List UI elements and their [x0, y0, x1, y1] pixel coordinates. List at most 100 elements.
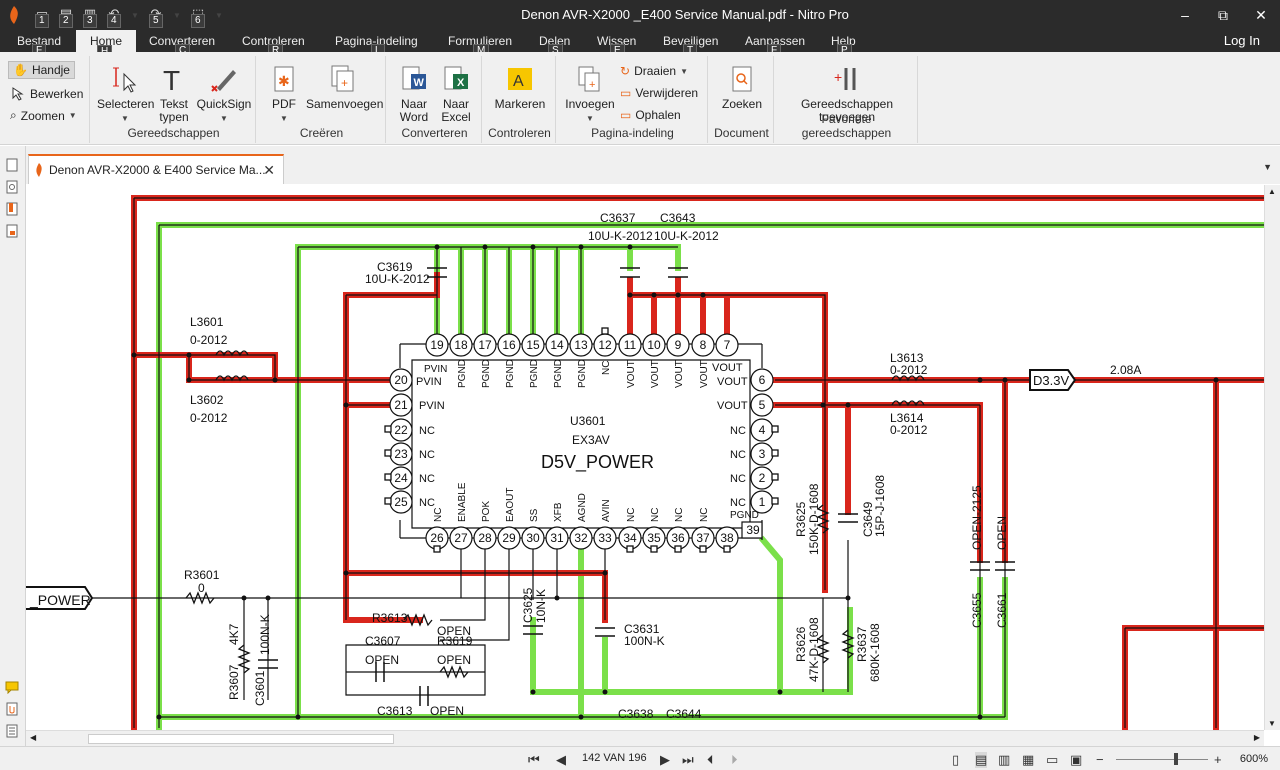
extract-pages-button[interactable]: ▭Ophalen [620, 108, 681, 122]
zoom-in-icon[interactable]: + [1214, 752, 1222, 767]
zoom-slider[interactable] [1116, 759, 1208, 760]
bookmarks-panel-icon[interactable] [5, 202, 19, 216]
zoom-slider-thumb[interactable] [1174, 753, 1178, 765]
previous-view-icon[interactable]: ⏴ [707, 752, 714, 767]
edit-tool-button[interactable]: Bewerken [10, 86, 83, 102]
select-button[interactable]: Selecteren▼ [97, 64, 154, 125]
undo-dropdown-icon[interactable]: ▼ [131, 11, 139, 20]
tab-secure[interactable]: Beveiligen [663, 34, 719, 48]
favorites-group-label: Favoriete gereedschappen [801, 112, 892, 140]
tab-forms[interactable]: Formulieren [448, 34, 513, 48]
zoom-out-icon[interactable]: − [1096, 752, 1104, 767]
pin-num: 8 [700, 338, 707, 352]
document-tab-label: Denon AVR-X2000 & E400 Service Ma... [49, 163, 266, 177]
highlight-button[interactable]: A Markeren [488, 64, 552, 111]
redo-icon[interactable]: ↷5 [146, 6, 166, 28]
label: OPEN [430, 704, 464, 718]
tab-home[interactable]: Home [76, 30, 137, 52]
horizontal-scrollbar[interactable]: ◀ ▶ [26, 730, 1264, 746]
pdf-create-button[interactable]: ✱ PDF▼ [264, 64, 304, 125]
next-page-icon[interactable]: ▶ [660, 752, 670, 767]
pages-panel-icon[interactable] [5, 158, 19, 172]
quicksign-button[interactable]: QuickSign▼ [194, 64, 254, 125]
scroll-right-icon[interactable]: ▶ [1253, 733, 1260, 742]
document-tab[interactable]: Denon AVR-X2000 & E400 Service Ma... ✕ [28, 154, 284, 184]
pin-label: NC [419, 473, 435, 485]
zoom-icon: ⌕ [10, 108, 17, 122]
redo-dropdown-icon[interactable]: ▼ [173, 11, 181, 20]
rotate-button[interactable]: ↻Draaien▼ [620, 64, 689, 78]
merge-button[interactable]: + Samenvoegen [306, 64, 383, 111]
pin-label: VOUT [674, 360, 685, 388]
page-indicator[interactable]: 142 VAN 196 [582, 752, 647, 764]
open-icon[interactable]: ▭1 [32, 6, 52, 28]
next-view-icon[interactable]: ⏵ [731, 752, 738, 767]
zoom-level[interactable]: 600% [1239, 753, 1268, 765]
single-page-view-icon[interactable]: ▯ [952, 752, 960, 767]
undo-icon[interactable]: ↶4 [104, 6, 124, 28]
pin-label: AVIN [601, 499, 612, 522]
pin-label: NC [419, 497, 435, 509]
pin-num: 1 [759, 495, 766, 509]
last-page-icon[interactable]: ⏭ [682, 752, 694, 767]
quick-access-toolbar: ▭1 ▤2 ▥3 ↶4 ▼ ↷5 ▼ ⬚6 ▼ [32, 6, 226, 28]
tab-page-layout[interactable]: Pagina-indeling [335, 34, 418, 48]
pin-label: XFB [553, 502, 564, 522]
save-icon[interactable]: ▤2 [56, 6, 76, 28]
hand-tool-button[interactable]: ✋Handje [8, 61, 75, 79]
previous-page-icon[interactable]: ◀ [556, 752, 566, 767]
select-icon[interactable]: ⬚6 [188, 6, 208, 28]
scroll-down-icon[interactable]: ▼ [1268, 719, 1276, 728]
tab-review[interactable]: Controleren [242, 34, 305, 48]
scroll-left-icon[interactable]: ◀ [30, 733, 37, 742]
customize-qat-icon[interactable]: ▼ [215, 11, 223, 20]
svg-text:✱: ✱ [278, 73, 290, 89]
delete-pages-button[interactable]: ▭Verwijderen [620, 86, 699, 100]
continuous-facing-view-icon[interactable]: ▦ [1022, 752, 1035, 767]
vertical-scrollbar[interactable]: ▲ ▼ [1264, 185, 1280, 730]
tab-convert[interactable]: Converteren [149, 34, 216, 48]
fit-width-icon[interactable]: ▭ [1046, 752, 1059, 767]
login-button[interactable]: Log In [1223, 33, 1260, 48]
pin-label: NC [730, 497, 746, 509]
scroll-up-icon[interactable]: ▲ [1268, 187, 1276, 196]
attachments-panel-icon[interactable] [5, 702, 19, 716]
horizontal-scroll-thumb[interactable] [88, 734, 394, 744]
facing-view-icon[interactable]: ▥ [998, 752, 1011, 767]
find-button[interactable]: Zoeken [714, 64, 770, 111]
label: L3601 [190, 315, 224, 329]
find-panel-icon[interactable] [5, 180, 19, 194]
review-group-label: Controleren [488, 126, 551, 140]
tab-list-icon[interactable]: ▼ [1263, 162, 1272, 172]
close-button[interactable]: ✕ [1255, 7, 1267, 23]
pin-label: EAOUT [505, 488, 516, 522]
pin-label: NC [674, 508, 685, 522]
zoom-tool-button[interactable]: ⌕Zoomen▼ [10, 108, 77, 123]
label: C3601 [253, 670, 267, 706]
d33v-connector-flag [1029, 369, 1077, 391]
output-panel-icon[interactable] [5, 724, 19, 738]
comments-panel-icon[interactable] [5, 680, 19, 694]
tab-erase[interactable]: Wissen [597, 34, 637, 48]
security-panel-icon[interactable] [5, 224, 19, 238]
label: C3607 [365, 634, 401, 648]
minimize-button[interactable]: – [1181, 7, 1189, 23]
continuous-view-icon[interactable]: ▤ [975, 752, 988, 768]
nitro-logo-icon [10, 6, 18, 24]
document-canvas[interactable]: 19 18 17 16 15 14 13 12 11 10 9 8 7 26 2… [26, 185, 1264, 730]
insert-button[interactable]: + Invoegen▼ [562, 64, 618, 125]
side-pin-labels: PVIN PVIN NC NC NC NC VOUT VOUT NC NC NC… [416, 362, 748, 509]
first-page-icon[interactable]: ⏮ [528, 752, 540, 767]
power-connector-flag [26, 586, 94, 610]
tab-file[interactable]: Bestand [17, 34, 62, 48]
fit-page-icon[interactable]: ▣ [1070, 752, 1083, 767]
close-tab-icon[interactable]: ✕ [263, 162, 275, 178]
maximize-button[interactable]: ⧉ [1218, 7, 1228, 23]
print-icon[interactable]: ▥3 [80, 6, 100, 28]
tab-customize[interactable]: Aanpassen [745, 34, 806, 48]
